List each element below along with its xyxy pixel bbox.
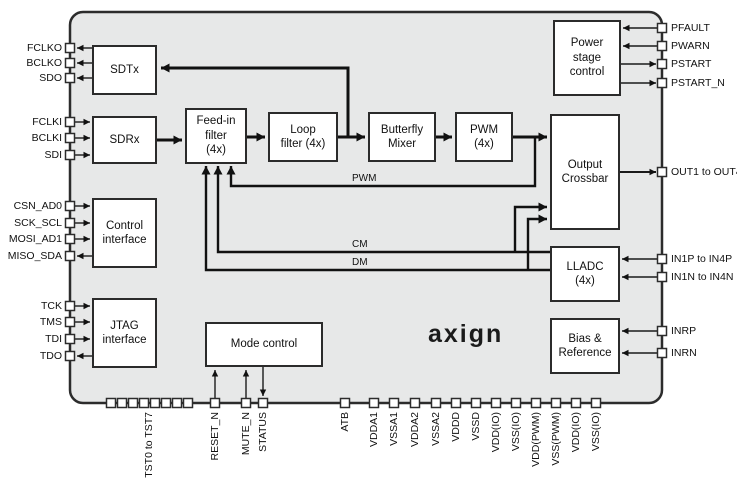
pin-pads: [64, 22, 668, 409]
pin-label-atb: ATB: [339, 412, 351, 432]
pin-label-pstart-n: PSTART_N: [671, 77, 725, 89]
signal-label-cm: CM: [352, 239, 368, 250]
pin-label-tdi: TDI: [45, 333, 62, 345]
pin-label-out1-out4: OUT1 to OUT4: [671, 166, 737, 178]
block-mode-control: Mode control: [205, 322, 323, 367]
pin-label-in1n-in4n: IN1N to IN4N: [671, 271, 734, 283]
pin-label-vdd-io-1: VDD(IO): [490, 412, 502, 453]
pin-label-bclki: BCLKI: [31, 132, 62, 144]
block-butterfly-mixer: Butterfly Mixer: [368, 112, 436, 162]
pin-label-vdda1: VDDA1: [368, 412, 380, 448]
block-bias-reference: Bias & Reference: [550, 318, 620, 374]
pin-label-csn-ad0: CSN_AD0: [13, 200, 62, 212]
pin-label-vss-io-2: VSS(IO): [590, 412, 602, 452]
main-datapath-lines: [157, 63, 547, 145]
block-pwm: PWM (4x): [455, 112, 513, 162]
pin-label-vdd-pwm: VDD(PWM): [530, 412, 542, 467]
pin-label-fclko: FCLKO: [26, 42, 62, 54]
block-jtag-interface: JTAG interface: [92, 298, 157, 368]
pin-label-vdda2: VDDA2: [409, 412, 421, 448]
signal-label-pwm: PWM: [352, 173, 377, 184]
pin-connection-lines: [75, 24, 657, 398]
block-power-stage-control: Power stage control: [553, 20, 621, 96]
block-loop-filter: Loop filter (4x): [268, 112, 338, 162]
pin-label-sdo: SDO: [39, 72, 62, 84]
pin-label-reset-n: RESET_N: [209, 412, 221, 461]
block-sdtx: SDTx: [92, 45, 157, 95]
block-output-crossbar: Output Crossbar: [550, 114, 620, 230]
block-lladc: LLADC (4x): [550, 246, 620, 302]
pin-label-vss-pwm: VSS(PWM): [550, 412, 562, 466]
pin-label-vssa1: VSSA1: [388, 412, 400, 446]
pin-label-vss-io-1: VSS(IO): [510, 412, 522, 452]
pin-label-fclki: FCLKI: [32, 116, 62, 128]
pin-label-tst0-tst7: TST0 to TST7: [143, 412, 155, 478]
pin-label-bclko: BCLKO: [26, 57, 62, 69]
pin-label-mute-n: MUTE_N: [240, 412, 252, 456]
signal-label-dm: DM: [352, 257, 368, 268]
pin-label-inrp: INRP: [671, 325, 697, 337]
pin-label-tck: TCK: [41, 300, 62, 312]
pin-label-sck-scl: SCK_SCL: [14, 217, 62, 229]
pin-label-pwarn: PWARN: [671, 40, 710, 52]
pin-label-tms: TMS: [39, 316, 62, 328]
axign-logo: axign: [428, 320, 504, 348]
pin-label-vssd: VSSD: [470, 412, 482, 441]
pin-label-inrn: INRN: [671, 347, 697, 359]
pin-label-pstart: PSTART: [671, 58, 712, 70]
pin-label-vssa2: VSSA2: [430, 412, 442, 446]
pin-label-sdi: SDI: [44, 149, 62, 161]
pin-label-vddd: VDDD: [450, 412, 462, 442]
block-feed-in-filter: Feed-in filter (4x): [185, 108, 247, 164]
pin-label-miso-sda: MISO_SDA: [7, 250, 62, 262]
pin-label-pfault: PFAULT: [671, 22, 710, 34]
pin-label-tdo: TDO: [39, 350, 62, 362]
feedback-bus-lines: [201, 137, 550, 272]
block-sdrx: SDRx: [92, 116, 157, 164]
pin-label-mosi-ad1: MOSI_AD1: [8, 233, 62, 245]
pin-label-status: STATUS: [257, 412, 269, 452]
pin-label-in1p-in4p: IN1P to IN4P: [671, 253, 733, 265]
block-control-interface: Control interface: [92, 198, 157, 268]
pin-label-vdd-io-2: VDD(IO): [570, 412, 582, 453]
